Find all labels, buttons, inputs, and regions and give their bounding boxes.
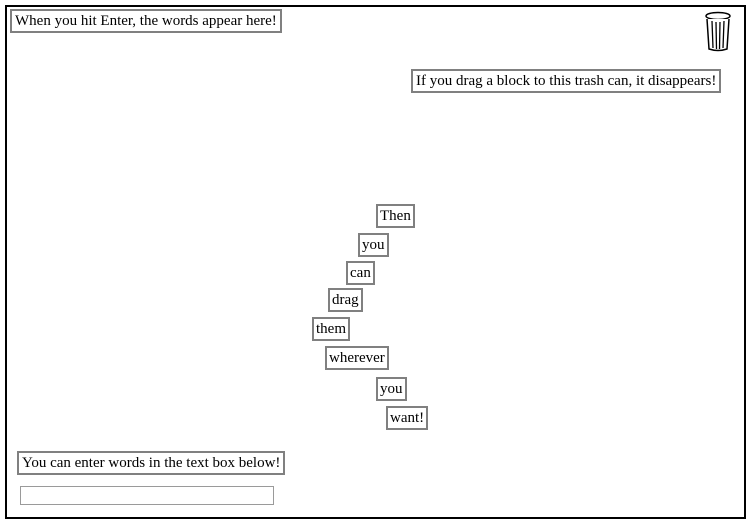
word-block[interactable]: you xyxy=(376,377,407,401)
word-block[interactable]: them xyxy=(312,317,350,341)
word-block[interactable]: can xyxy=(346,261,375,285)
word-block[interactable]: you xyxy=(358,233,389,257)
trash-hint-label: If you drag a block to this trash can, i… xyxy=(411,69,722,93)
word-entry-input[interactable] xyxy=(20,486,274,505)
word-block[interactable]: wherever xyxy=(325,346,389,370)
word-block[interactable]: want! xyxy=(386,406,429,430)
word-block[interactable]: Then xyxy=(376,204,415,228)
word-board: When you hit Enter, the words appear her… xyxy=(5,5,746,519)
trash-can-icon[interactable] xyxy=(704,10,732,52)
top-hint-label: When you hit Enter, the words appear her… xyxy=(10,9,282,33)
word-block[interactable]: drag xyxy=(328,288,363,312)
bottom-hint-label: You can enter words in the text box belo… xyxy=(17,451,286,475)
